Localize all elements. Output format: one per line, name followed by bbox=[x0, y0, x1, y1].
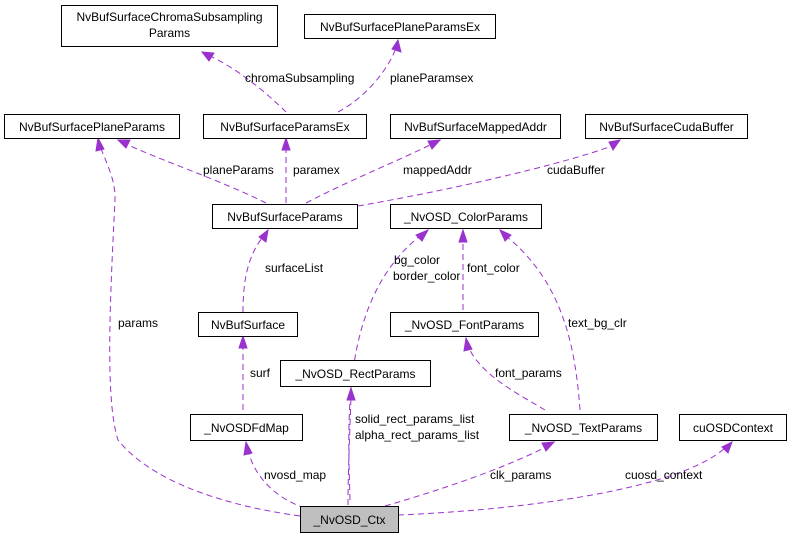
node-label-color-params: _NvOSD_ColorParams bbox=[403, 210, 528, 224]
edge-label-plane-params: planeParams bbox=[203, 163, 274, 177]
node-nvbufsurface[interactable]: NvBufSurface bbox=[198, 312, 298, 337]
edge-label-chroma-subsampling: chromaSubsampling bbox=[245, 71, 354, 85]
edge-label-params: params bbox=[118, 316, 158, 330]
node-label-nvosd-ctx: _NvOSD_Ctx bbox=[312, 513, 385, 527]
node-color-params[interactable]: _NvOSD_ColorParams bbox=[390, 204, 542, 229]
edge-text-bg-clr: text_bg_clr bbox=[498, 228, 627, 411]
node-rect-params[interactable]: _NvOSD_RectParams bbox=[280, 360, 431, 387]
edge-cuda-buffer: cudaBuffer bbox=[357, 139, 622, 207]
edge-mapped-addr: mappedAddr bbox=[305, 139, 472, 204]
edge-surf: surf bbox=[238, 334, 271, 410]
edge-label-mapped-addr: mappedAddr bbox=[403, 163, 472, 177]
edge-label-text-bg-clr: text_bg_clr bbox=[568, 316, 627, 330]
node-label-font-params: _NvOSD_FontParams bbox=[404, 318, 524, 332]
node-cuda-buffer[interactable]: NvBufSurfaceCudaBuffer bbox=[585, 114, 748, 139]
edge-label-nvosd-map: nvosd_map bbox=[264, 468, 326, 482]
node-label-cuda-buffer: NvBufSurfaceCudaBuffer bbox=[599, 120, 734, 134]
node-label-text-params: _NvOSD_TextParams bbox=[524, 421, 642, 435]
edge-label-cuda-buffer: cudaBuffer bbox=[547, 163, 605, 177]
node-label-nvbufsurface: NvBufSurface bbox=[211, 318, 285, 332]
edge-chroma-subsampling: chromaSubsampling bbox=[200, 51, 354, 113]
edge-plane-params: planeParams bbox=[116, 139, 274, 204]
node-fd-map[interactable]: _NvOSDFdMap bbox=[190, 414, 303, 441]
node-label-plane-params-ex: NvBufSurfacePlaneParamsEx bbox=[320, 20, 480, 34]
edge-label-clk-params: clk_params bbox=[490, 468, 551, 482]
node-label-chroma-line1: NvBufSurfaceChromaSubsampling bbox=[76, 10, 262, 24]
edge-label-surface-list: surfaceList bbox=[265, 261, 324, 275]
edge-label-font-color: font_color bbox=[467, 261, 520, 275]
node-label-surface-params: NvBufSurfaceParams bbox=[227, 210, 342, 224]
edge-rect-params: solid_rect_params_list alpha_rect_params… bbox=[346, 386, 480, 506]
node-nvosd-ctx[interactable]: _NvOSD_Ctx bbox=[300, 506, 399, 533]
edge-label-bg-color: bg_color bbox=[394, 253, 440, 267]
edge-label-border-color: border_color bbox=[393, 269, 460, 283]
edge-label-font-params: font_params bbox=[495, 366, 562, 380]
node-label-cuosd-context: cuOSDContext bbox=[693, 421, 774, 435]
node-label-chroma-line2: Params bbox=[149, 26, 190, 40]
node-text-params[interactable]: _NvOSD_TextParams bbox=[509, 414, 658, 441]
node-font-params[interactable]: _NvOSD_FontParams bbox=[390, 312, 539, 337]
node-label-rect-params: _NvOSD_RectParams bbox=[294, 367, 415, 381]
edge-label-cuosd-context: cuosd_context bbox=[625, 468, 703, 482]
edge-params: params bbox=[95, 136, 301, 517]
edge-surface-list: surfaceList bbox=[242, 228, 324, 313]
node-chroma-subsampling-params[interactable]: NvBufSurfaceChromaSubsampling Params bbox=[61, 5, 278, 47]
edge-bg-border-color: bg_color border_color bbox=[348, 228, 460, 501]
edge-font-params: font_params bbox=[463, 336, 562, 411]
edge-cuosd-context: cuosd_context bbox=[397, 440, 733, 516]
edge-clk-params: clk_params bbox=[384, 441, 556, 507]
node-label-plane-params: NvBufSurfacePlaneParams bbox=[19, 120, 165, 134]
edge-paramex: paramex bbox=[281, 136, 340, 203]
edge-label-paramex: paramex bbox=[293, 163, 340, 177]
node-label-mapped-addr: NvBufSurfaceMappedAddr bbox=[404, 120, 547, 134]
node-surface-params[interactable]: NvBufSurfaceParams bbox=[212, 204, 358, 229]
edge-plane-paramsex: planeParamsex bbox=[337, 38, 473, 113]
node-label-fd-map: _NvOSDFdMap bbox=[203, 421, 289, 435]
node-cuosd-context[interactable]: cuOSDContext bbox=[679, 414, 787, 441]
node-plane-params[interactable]: NvBufSurfacePlaneParams bbox=[4, 114, 180, 139]
edge-label-plane-paramsex: planeParamsex bbox=[390, 71, 473, 85]
node-params-ex[interactable]: NvBufSurfaceParamsEx bbox=[203, 114, 367, 139]
edge-label-alpha-rect: alpha_rect_params_list bbox=[355, 428, 480, 442]
edge-label-solid-rect: solid_rect_params_list bbox=[355, 412, 475, 426]
node-plane-params-ex[interactable]: NvBufSurfacePlaneParamsEx bbox=[304, 14, 496, 39]
edge-nvosd-map: nvosd_map bbox=[243, 440, 326, 509]
edge-font-color: font_color bbox=[458, 228, 520, 310]
node-label-params-ex: NvBufSurfaceParamsEx bbox=[220, 120, 349, 134]
node-mapped-addr[interactable]: NvBufSurfaceMappedAddr bbox=[390, 114, 561, 139]
edge-label-surf: surf bbox=[250, 366, 271, 380]
